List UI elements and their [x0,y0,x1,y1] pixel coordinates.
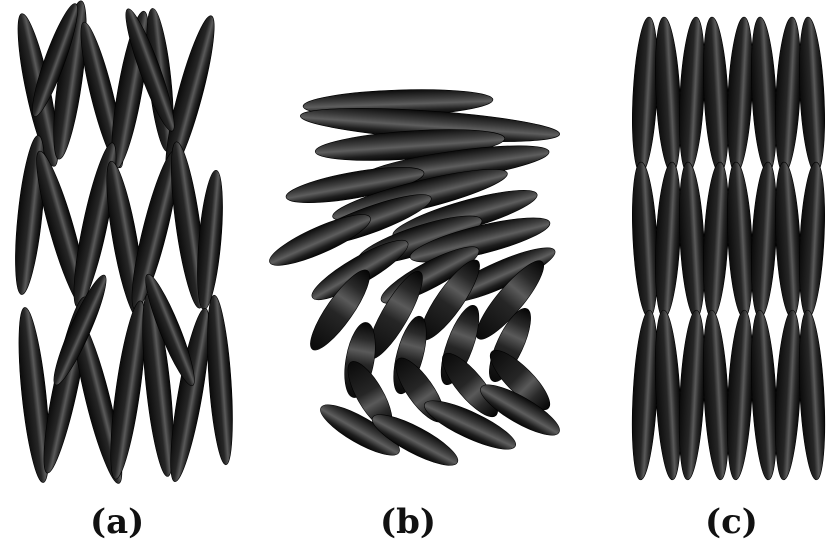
ellipsoid-c-9 [652,161,684,318]
ellipsoid-c-19 [700,309,733,480]
ellipsoid-a-21 [203,294,237,465]
panel-c-ellipsoids [629,16,827,480]
ellipsoid-c-14 [772,161,804,318]
ellipsoid-figure-canvas [0,0,827,495]
ellipsoid-c-1 [652,16,684,173]
ellipsoid-c-12 [724,161,756,318]
ellipsoid-c-4 [724,16,756,173]
ellipsoid-c-20 [724,309,757,480]
ellipsoid-c-18 [676,309,709,480]
panel-a-ellipsoids [10,0,237,486]
ellipsoid-c-13 [748,161,780,318]
panel-a-label: (a) [90,505,144,539]
panel-b-ellipsoids [264,87,565,474]
ellipsoid-c-2 [676,16,708,173]
ellipsoid-c-7 [796,16,827,173]
ellipsoid-c-10 [676,161,708,318]
ellipsoid-c-21 [748,309,781,480]
ellipsoid-c-15 [796,161,827,318]
ellipsoid-c-6 [772,16,804,173]
panel-b-label: (b) [380,505,436,539]
ellipsoid-c-22 [772,309,805,480]
panel-c-label: (c) [705,505,758,539]
ellipsoid-c-5 [748,16,780,173]
ellipsoid-c-23 [796,309,827,480]
ellipsoid-c-17 [652,309,685,480]
ellipsoid-c-11 [700,161,732,318]
ellipsoid-c-3 [700,16,732,173]
